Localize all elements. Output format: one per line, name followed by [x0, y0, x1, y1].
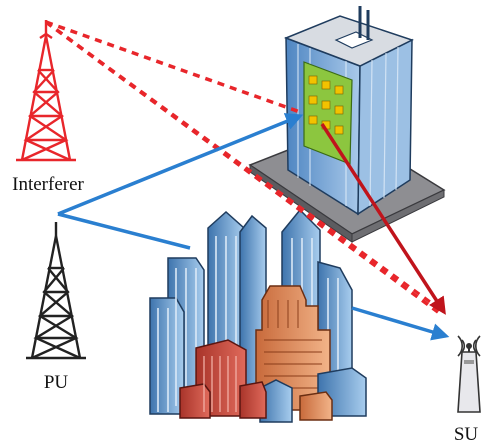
reflection-link-building-to-su	[320, 123, 446, 315]
interference-link-to-building	[45, 20, 301, 114]
pu-label: PU	[44, 372, 69, 393]
primary-user-links	[57, 113, 450, 341]
interference-links	[44, 20, 445, 314]
interferer-label: Interferer	[12, 174, 84, 195]
reflection-links	[320, 123, 446, 315]
interferer-tower-icon	[16, 20, 76, 162]
interference-link-direct-su	[45, 20, 445, 314]
pu-link-city-to-su	[351, 306, 450, 341]
su-receiver-icon	[457, 335, 481, 413]
city-skyline-icon	[149, 208, 367, 423]
su-label: SU	[454, 424, 479, 445]
pu-link-to-building	[57, 113, 304, 216]
pu-link-to-city	[57, 212, 191, 250]
pu-tower-icon	[26, 222, 86, 360]
